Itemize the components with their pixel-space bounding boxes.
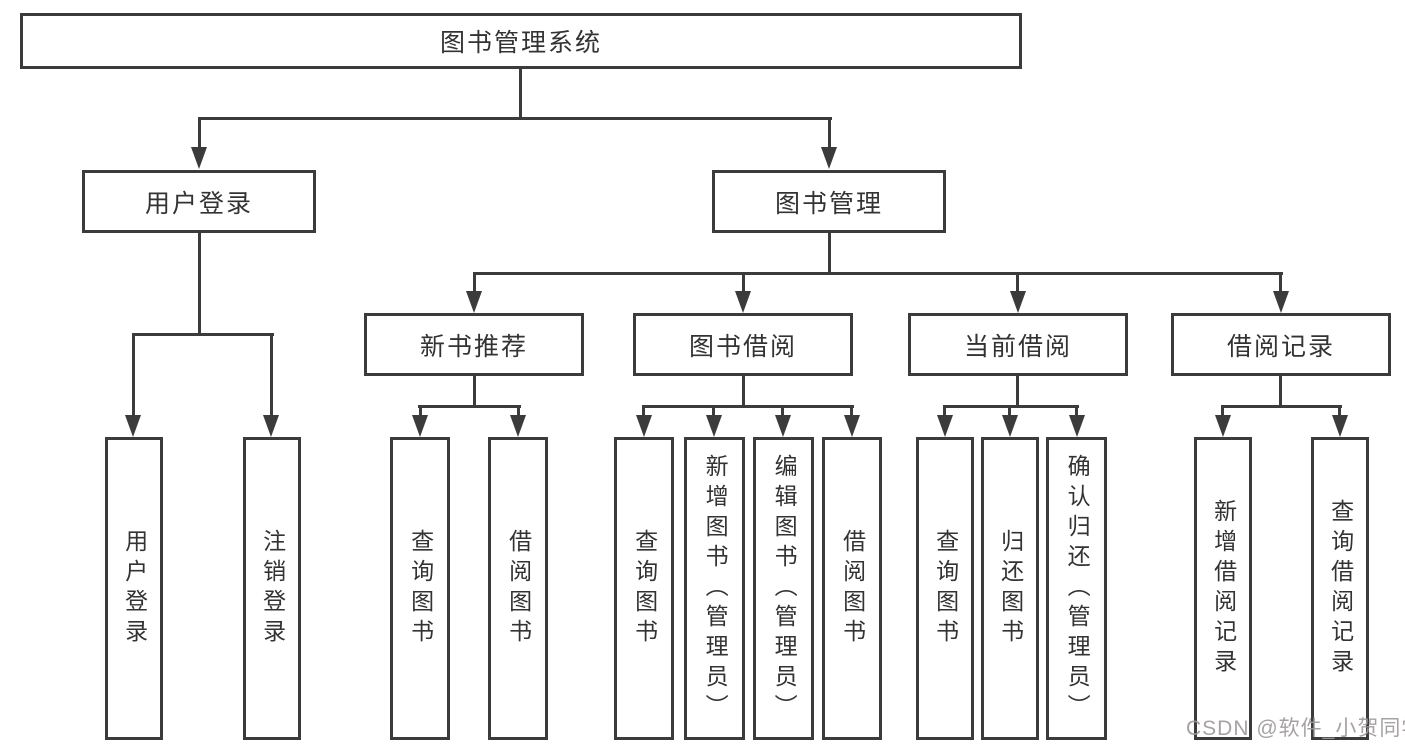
node-label: 借阅记录: [1226, 332, 1335, 361]
connector-line: [1008, 405, 1011, 417]
connector-line: [943, 405, 1079, 408]
connector-line: [198, 233, 201, 336]
node-label: 借阅图书: [839, 528, 866, 649]
arrow-down-icon: [1069, 415, 1085, 437]
leaf-borrow-books-1: 借阅图书: [488, 437, 548, 740]
node-label: 当前借阅: [963, 332, 1072, 361]
connector-line: [419, 405, 422, 417]
connector-line: [473, 272, 476, 294]
arrow-down-icon: [821, 147, 837, 169]
arrow-down-icon: [1010, 291, 1026, 313]
node-label: 查询图书: [932, 528, 959, 649]
node-label: 图书管理: [774, 189, 883, 218]
arrow-down-icon: [1002, 415, 1018, 437]
leaf-add-book-admin: 新增图书（管理员）: [684, 437, 745, 740]
arrow-down-icon: [1215, 415, 1231, 437]
connector-line: [712, 405, 715, 417]
node-label: 查询图书: [631, 528, 658, 649]
connector-line: [473, 376, 476, 407]
connector-line: [198, 117, 201, 150]
connector-line: [828, 233, 831, 275]
connector-line: [132, 333, 135, 416]
node-label: 新增借阅记录: [1210, 498, 1237, 679]
connector-line: [781, 405, 784, 417]
leaf-query-books-3: 查询图书: [916, 437, 974, 740]
connector-line: [1338, 405, 1341, 417]
node-label: 查询图书: [407, 528, 434, 649]
node-label: 借阅图书: [505, 528, 532, 649]
arrow-down-icon: [191, 147, 207, 169]
watermark: CSDN @软件_小贺同学: [1186, 717, 1405, 740]
node-label: 新增图书（管理员）: [702, 453, 729, 724]
leaf-confirm-return-admin: 确认归还（管理员）: [1046, 437, 1107, 740]
leaf-query-borrow-record: 查询借阅记录: [1311, 437, 1369, 740]
node-label: 新书推荐: [419, 332, 528, 361]
leaf-edit-book-admin: 编辑图书（管理员）: [753, 437, 814, 740]
node-user-login: 用户登录: [82, 170, 316, 233]
node-book-borrow: 图书借阅: [633, 313, 853, 376]
connector-line: [742, 376, 745, 407]
connector-line: [132, 333, 274, 336]
node-label: 用户登录: [121, 528, 148, 649]
node-library-system: 图书管理系统: [20, 13, 1022, 69]
node-label: 图书借阅: [688, 332, 797, 361]
leaf-add-borrow-record: 新增借阅记录: [1194, 437, 1252, 740]
connector-line: [1075, 405, 1078, 417]
arrow-down-icon: [263, 415, 279, 437]
leaf-query-books-1: 查询图书: [390, 437, 450, 740]
connector-line: [1279, 272, 1282, 294]
leaf-user-login: 用户登录: [105, 437, 163, 740]
node-label: 用户登录: [144, 189, 253, 218]
connector-line: [418, 405, 521, 408]
arrow-down-icon: [636, 415, 652, 437]
connector-line: [517, 405, 520, 417]
connector-line: [1016, 376, 1019, 407]
connector-line: [943, 405, 946, 417]
connector-line: [519, 68, 522, 120]
connector-line: [1221, 405, 1342, 408]
arrow-down-icon: [510, 415, 526, 437]
connector-line: [473, 272, 1283, 275]
arrow-down-icon: [775, 415, 791, 437]
connector-line: [270, 333, 273, 416]
connector-line: [642, 405, 645, 417]
connector-line: [742, 272, 745, 294]
connector-line: [828, 117, 831, 150]
connector-line: [1016, 272, 1019, 294]
arrow-down-icon: [937, 415, 953, 437]
node-label: 图书管理系统: [439, 29, 602, 57]
node-label: 注销登录: [259, 528, 286, 649]
connector-line: [1279, 376, 1282, 407]
arrow-down-icon: [1332, 415, 1348, 437]
arrow-down-icon: [412, 415, 428, 437]
connector-line: [1221, 405, 1224, 417]
leaf-logout: 注销登录: [243, 437, 301, 740]
node-current-borrow: 当前借阅: [908, 313, 1128, 376]
node-label: 归还图书: [997, 528, 1024, 649]
leaf-query-books-2: 查询图书: [614, 437, 674, 740]
node-book-management: 图书管理: [712, 170, 946, 233]
arrow-down-icon: [466, 291, 482, 313]
leaf-return-books: 归还图书: [981, 437, 1039, 740]
node-label: 编辑图书（管理员）: [771, 453, 798, 724]
node-new-book-recommend: 新书推荐: [364, 313, 584, 376]
node-label: 查询借阅记录: [1327, 498, 1354, 679]
connector-line: [642, 405, 854, 408]
arrow-down-icon: [706, 415, 722, 437]
leaf-borrow-books-2: 借阅图书: [822, 437, 882, 740]
connector-line: [850, 405, 853, 417]
connector-line: [198, 117, 832, 120]
arrow-down-icon: [125, 415, 141, 437]
node-label: 确认归还（管理员）: [1064, 453, 1091, 724]
arrow-down-icon: [735, 291, 751, 313]
arrow-down-icon: [1273, 291, 1289, 313]
node-borrow-records: 借阅记录: [1171, 313, 1391, 376]
arrow-down-icon: [844, 415, 860, 437]
